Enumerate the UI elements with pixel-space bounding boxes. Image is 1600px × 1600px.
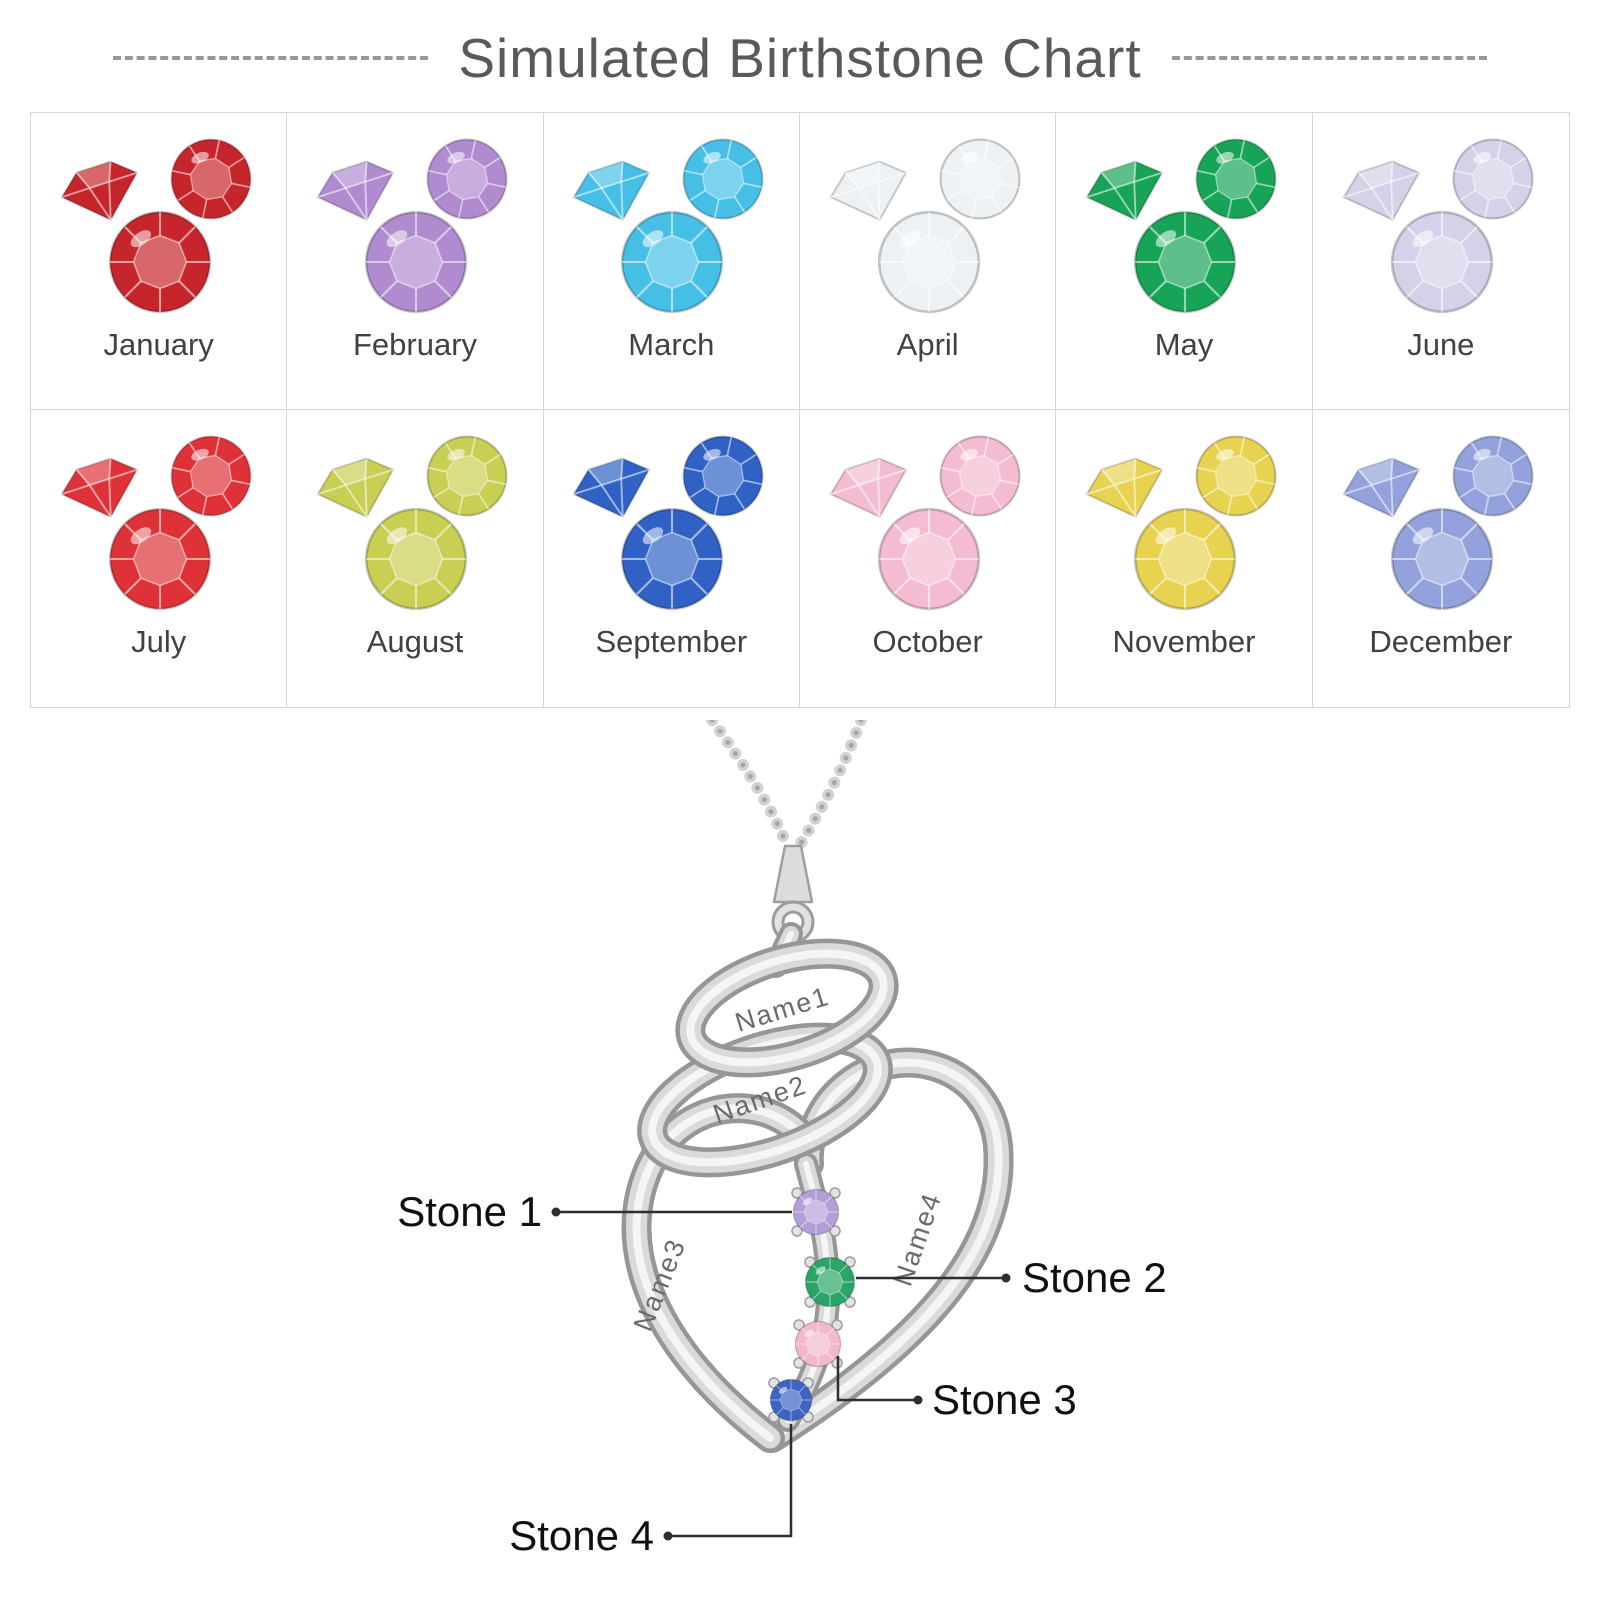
- dash-left: [113, 56, 429, 60]
- birthstone-cluster: [51, 434, 267, 612]
- month-label: October: [872, 624, 983, 659]
- month-label: February: [352, 327, 478, 362]
- gem-icon: [107, 506, 213, 612]
- stone-2-label: Stone 2: [1022, 1254, 1167, 1301]
- gem-icon: [1132, 209, 1238, 315]
- gem-icon: [619, 209, 725, 315]
- month-cell-august: August: [287, 410, 544, 707]
- stone-4-label: Stone 4: [509, 1512, 654, 1559]
- callout-stone-3: Stone 3: [836, 1356, 1077, 1423]
- birthstone-cluster: [1333, 137, 1549, 315]
- birthstone-cluster: [1076, 434, 1292, 612]
- month-label: April: [896, 327, 959, 362]
- chain-left: [706, 720, 794, 854]
- birthstone-cluster: [1076, 137, 1292, 315]
- callout-stone-1: Stone 1: [397, 1188, 792, 1235]
- gem-icon: [363, 209, 469, 315]
- gem-icon: [107, 209, 213, 315]
- month-label: August: [366, 624, 464, 659]
- birthstone-cluster: [820, 434, 1036, 612]
- month-label: June: [1407, 327, 1475, 362]
- stone-1-label: Stone 1: [397, 1188, 542, 1235]
- month-cell-july: July: [31, 410, 288, 707]
- gem-icon: [876, 209, 982, 315]
- month-cell-june: June: [1312, 113, 1569, 410]
- birthstone-grid: January February March April May: [30, 112, 1570, 708]
- gem-icon: [363, 506, 469, 612]
- stone-3-label: Stone 3: [932, 1376, 1077, 1423]
- dash-right: [1171, 56, 1487, 60]
- callout-stone-2: Stone 2: [856, 1254, 1167, 1301]
- month-cell-november: November: [1056, 410, 1313, 707]
- month-label: May: [1154, 327, 1214, 362]
- stone-3-gem: [793, 1319, 843, 1369]
- month-label: March: [628, 327, 715, 362]
- birthstone-cluster: [563, 434, 779, 612]
- month-cell-february: February: [287, 113, 544, 410]
- month-label: December: [1369, 624, 1513, 659]
- stone-2-gem: [804, 1256, 856, 1308]
- chain-right: [792, 720, 867, 854]
- pendant-illustration: Name1 Name2 Name3 Name4 Stone 1 Stone 2 …: [397, 720, 1167, 1559]
- callout-stone-4: Stone 4: [509, 1424, 793, 1559]
- stone-1-gem: [791, 1187, 841, 1237]
- engraving-name4: Name4: [888, 1188, 948, 1290]
- month-cell-january: January: [31, 113, 288, 410]
- necklace-chain: [706, 720, 867, 854]
- month-label: September: [595, 624, 748, 659]
- birthstone-cluster: [307, 434, 523, 612]
- month-label: November: [1112, 624, 1256, 659]
- month-label: January: [103, 327, 214, 362]
- gem-icon: [876, 506, 982, 612]
- gem-icon: [1389, 209, 1495, 315]
- birthstone-cluster: [307, 137, 523, 315]
- month-cell-march: March: [543, 113, 800, 410]
- stone-4-gem: [768, 1377, 814, 1423]
- gem-icon: [1389, 506, 1495, 612]
- gem-icon: [1132, 506, 1238, 612]
- month-cell-april: April: [800, 113, 1057, 410]
- month-cell-december: December: [1313, 410, 1569, 707]
- month-cell-september: September: [544, 410, 800, 707]
- birthstone-cluster: [563, 137, 779, 315]
- month-cell-may: May: [1056, 113, 1313, 410]
- chain-left-links: [709, 720, 791, 851]
- chart-header: Simulated Birthstone Chart: [0, 0, 1600, 90]
- birthstone-cluster: [51, 137, 267, 315]
- month-label: July: [131, 624, 187, 659]
- month-cell-october: October: [800, 410, 1057, 707]
- gem-icon: [619, 506, 725, 612]
- birthstone-cluster: [1333, 434, 1549, 612]
- birthstone-cluster: [820, 137, 1036, 315]
- page-title: Simulated Birthstone Chart: [458, 27, 1142, 89]
